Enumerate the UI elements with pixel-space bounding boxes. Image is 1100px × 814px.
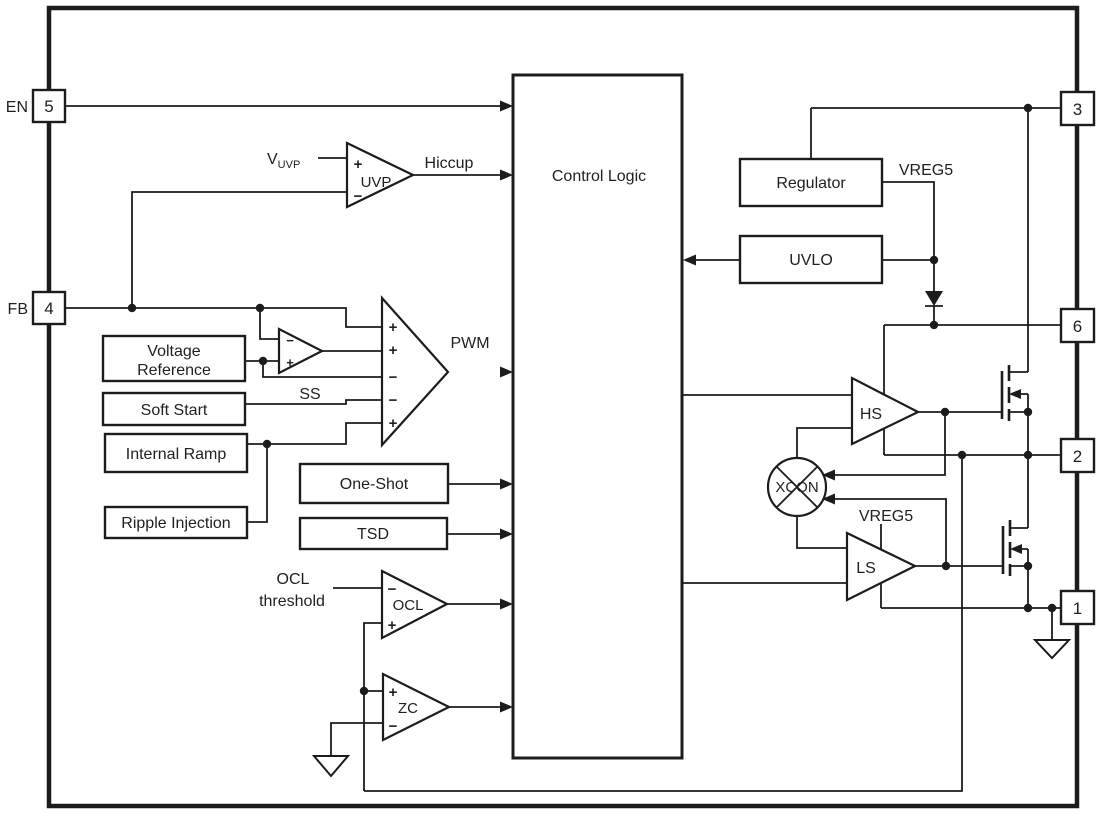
ocl-plus-sign: + (388, 617, 397, 634)
arrowheads (500, 100, 835, 713)
ripple-injection-block: Ripple Injection (103, 505, 249, 540)
diode-icon (925, 291, 943, 307)
pin-2: 2 (1059, 437, 1096, 474)
ocl-label: OCL (393, 597, 424, 614)
ground-icon-pgnd (1032, 639, 1072, 660)
vreg5-ls-label: VREG5 (859, 508, 913, 525)
voltage-reference-block: Voltage Reference (101, 334, 247, 383)
one-shot-label: One-Shot (340, 476, 409, 493)
vuvp-label: VUVP (267, 151, 300, 171)
pin-fb: 4 FB (8, 290, 67, 326)
ripple-injection-label: Ripple Injection (121, 515, 230, 532)
uvlo-label: UVLO (789, 252, 833, 269)
zc-plus-sign: + (389, 684, 398, 701)
pwm-in5-plus: + (389, 415, 398, 432)
internal-ramp-block: Internal Ramp (103, 432, 249, 474)
tsd-block: TSD (298, 516, 449, 551)
hiccup-label: Hiccup (425, 155, 474, 172)
pin-en: 5 EN (6, 88, 67, 124)
pin-en-number: 5 (44, 97, 53, 116)
pwm-label: PWM (450, 335, 489, 352)
soft-start-block: Soft Start (101, 391, 247, 427)
uvp-minus-sign: − (354, 188, 363, 205)
pwm-in1-plus: + (389, 319, 398, 336)
one-shot-block: One-Shot (298, 462, 450, 505)
pin-3-number: 3 (1073, 100, 1082, 119)
internal-ramp-label: Internal Ramp (126, 446, 227, 463)
signal-labels: VUVP Hiccup PWM SS VREG5 VREG5 OCL thres… (259, 151, 953, 610)
error-amplifier: − + (277, 327, 325, 375)
uvlo-block: UVLO (738, 234, 884, 285)
pin-3: 3 (1059, 90, 1096, 127)
tsd-label: TSD (357, 526, 389, 543)
regulator-block: Regulator (738, 157, 884, 208)
vreg5-regulator-label: VREG5 (899, 162, 953, 179)
voltage-reference-label-line1: Voltage (147, 343, 200, 360)
uvp-plus-sign: + (354, 156, 363, 173)
ocl-minus-sign: − (388, 581, 397, 598)
uvp-comparator: + − UVP (345, 141, 416, 209)
pin-6: 6 (1059, 307, 1096, 344)
hs-driver-label: HS (860, 406, 882, 423)
junction-dots (127, 103, 1057, 696)
pwm-in3-minus: − (389, 369, 398, 386)
pin-fb-label: FB (8, 301, 28, 318)
wires (65, 105, 1061, 792)
ss-label: SS (299, 386, 320, 403)
low-side-mosfet-icon (1001, 455, 1029, 608)
xcon-label: XCON (775, 479, 818, 496)
hs-body-diode-arrow (1009, 389, 1021, 399)
pin-fb-number: 4 (44, 299, 53, 318)
high-side-mosfet-icon (1000, 365, 1029, 455)
pin-6-number: 6 (1073, 317, 1082, 336)
hs-driver: HS (850, 376, 921, 446)
chip-outline (46, 5, 1080, 809)
pin-en-label: EN (6, 99, 28, 116)
uvp-label: UVP (361, 174, 392, 191)
pin-1-number: 1 (1073, 599, 1082, 618)
ocl-comparator: − + OCL (380, 569, 450, 640)
xcon-circle: XCON (766, 456, 828, 518)
error-amp-minus-sign: − (286, 333, 294, 348)
pwm-in2-plus: + (389, 342, 398, 359)
ls-driver-label: LS (856, 560, 876, 577)
pwm-in4-minus: − (389, 392, 398, 409)
control-logic-block: Control Logic (511, 73, 684, 760)
vuvp-label-base: V (267, 151, 278, 168)
pwm-comparator: + + − − + (380, 295, 450, 448)
ground-icon-zc (311, 755, 351, 778)
zc-comparator: + − ZC (381, 672, 452, 742)
ls-driver: LS (845, 531, 918, 602)
regulator-label: Regulator (776, 175, 846, 192)
zc-minus-sign: − (389, 718, 398, 735)
soft-start-label: Soft Start (141, 402, 208, 419)
ocl-threshold-label-line2: threshold (259, 593, 325, 610)
zc-label: ZC (398, 700, 418, 717)
control-logic-label: Control Logic (552, 168, 646, 185)
ocl-threshold-label-line1: OCL (277, 571, 310, 588)
pin-2-number: 2 (1073, 447, 1082, 466)
ls-body-diode-arrow (1010, 544, 1022, 554)
pin-1: 1 (1059, 589, 1096, 626)
error-amp-plus-sign: + (286, 355, 294, 370)
voltage-reference-label-line2: Reference (137, 362, 211, 379)
vuvp-label-subscript: UVP (278, 159, 301, 171)
